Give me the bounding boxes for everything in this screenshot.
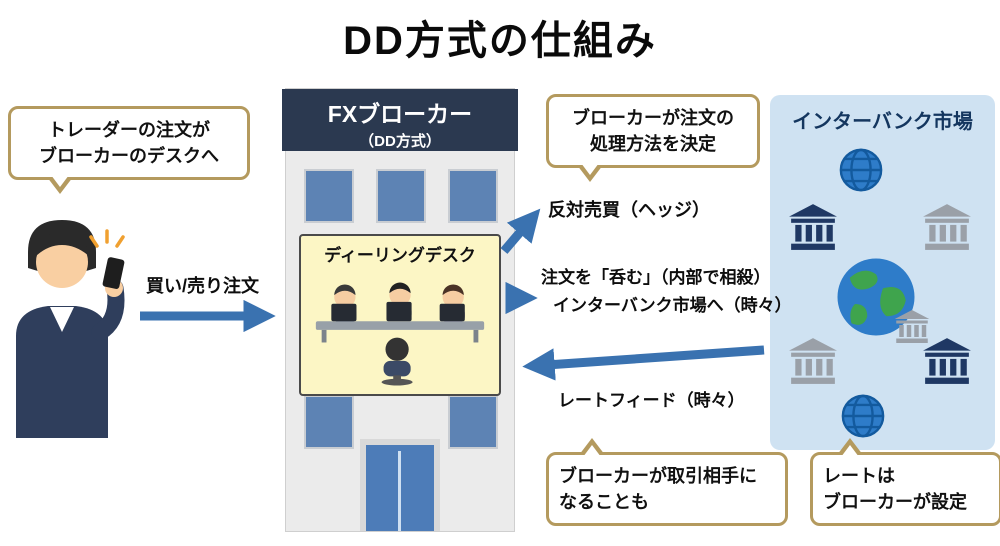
- rate-callout-line1: レートは: [823, 466, 895, 486]
- globe-icon: [840, 393, 886, 439]
- trader-callout-line2: ブローカーのデスクへ: [39, 146, 219, 167]
- building-window: [448, 395, 498, 449]
- bank-icon: [788, 337, 838, 385]
- bank-icon: [922, 203, 972, 251]
- trader-callout: トレーダーの注文が ブローカーのデスクへ: [8, 106, 250, 195]
- dealing-desk-box: ディーリングデスク: [299, 234, 501, 396]
- decision-callout-line1: ブローカーが注文の: [572, 108, 734, 128]
- bank-icon: [788, 203, 838, 251]
- smartphone-icon: [102, 257, 125, 289]
- interbank-panel: インターバンク市場: [770, 95, 995, 450]
- sparkle-icon: [89, 229, 125, 248]
- rate-feed-arrow: [522, 345, 765, 381]
- building-window: [304, 169, 354, 223]
- dealing-desk-illustration: [315, 282, 485, 386]
- globe-icon: [838, 147, 884, 193]
- trader-illustration: [0, 208, 140, 438]
- order-label: 買い/売り注文: [146, 276, 260, 296]
- interbank-title: インターバンク市場: [792, 111, 973, 133]
- counterparty-callout: ブローカーが取引相手に なることも: [546, 437, 788, 527]
- trader-person-icon: [16, 220, 125, 438]
- hedge-flow-label: 反対売買（ヘッジ）: [548, 200, 710, 220]
- counterparty-callout-line2: なることも: [559, 492, 649, 513]
- rate-callout-line2: ブローカーが設定: [823, 492, 967, 513]
- broker-mode: （DD方式）: [359, 133, 441, 150]
- building-window: [304, 395, 354, 449]
- dealing-desk-label: ディーリングデスク: [324, 246, 476, 265]
- bank-icon: [922, 337, 972, 385]
- page-title: DD方式の仕組み: [343, 19, 657, 63]
- building-window: [448, 169, 498, 223]
- to-interbank-flow-label: インターバンク市場へ（時々）: [553, 296, 792, 315]
- internalize-flow-label: 注文を「呑む」（内部で相殺）: [541, 268, 771, 287]
- trader-callout-line1: トレーダーの注文が: [48, 120, 210, 140]
- building-door: [366, 445, 434, 531]
- counterparty-callout-line1: ブローカーが取引相手に: [559, 466, 757, 486]
- rate-callout: レートは ブローカーが設定: [810, 437, 1000, 527]
- broker-building-header: FXブローカー （DD方式）: [282, 89, 518, 151]
- decision-callout-line2: 処理方法を決定: [590, 134, 716, 155]
- decision-callout: ブローカーが注文の 処理方法を決定: [546, 94, 760, 183]
- broker-building: FXブローカー （DD方式） ディーリングデスク: [282, 88, 518, 532]
- rate-feed-flow-label: レートフィード（時々）: [558, 391, 745, 410]
- building-window: [376, 169, 426, 223]
- broker-name: FXブローカー: [327, 101, 473, 127]
